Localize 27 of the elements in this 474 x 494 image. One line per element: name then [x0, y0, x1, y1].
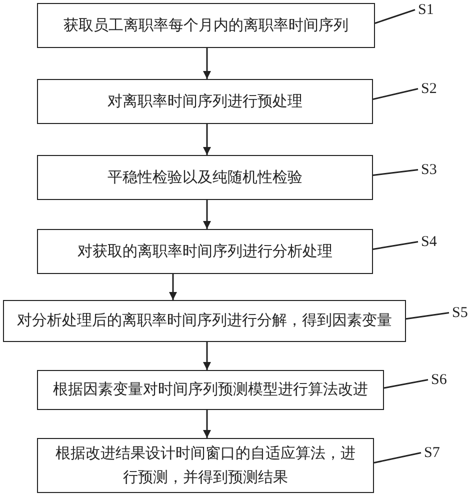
arrow	[203, 48, 211, 79]
leader-line	[372, 169, 418, 176]
process-box: 对获取的离职率时间序列进行分析处理	[37, 229, 373, 274]
arrow	[203, 124, 211, 155]
step-label: S5	[452, 306, 468, 321]
step-label: S2	[421, 82, 437, 97]
leader-line	[372, 88, 418, 100]
process-box: 根据改进结果设计时间窗口的自适应算法，进行预测，并得到预测结果	[37, 438, 374, 493]
arrow	[203, 200, 211, 229]
process-box: 获取员工离职率每个月内的离职率时间序列	[37, 3, 375, 48]
step-label: S1	[418, 3, 434, 18]
leader-line	[406, 312, 450, 320]
leader-line	[374, 452, 422, 464]
step-label: S3	[421, 163, 437, 178]
leader-line	[374, 9, 416, 24]
arrow	[203, 410, 211, 438]
process-box: 根据因素变量对时间序列预测模型进行算法改进	[37, 370, 384, 410]
step-label: S6	[431, 373, 447, 388]
leader-line	[372, 241, 418, 250]
step-label: S7	[424, 446, 440, 461]
arrow	[169, 274, 177, 300]
process-box: 对离职率时间序列进行预处理	[37, 79, 373, 124]
process-box: 平稳性检验以及纯随机性检验	[37, 155, 373, 200]
arrow	[203, 342, 211, 370]
step-label: S4	[421, 235, 437, 250]
process-box: 对分析处理后的离职率时间序列进行分解，得到因素变量	[3, 300, 406, 342]
leader-line	[384, 379, 428, 389]
